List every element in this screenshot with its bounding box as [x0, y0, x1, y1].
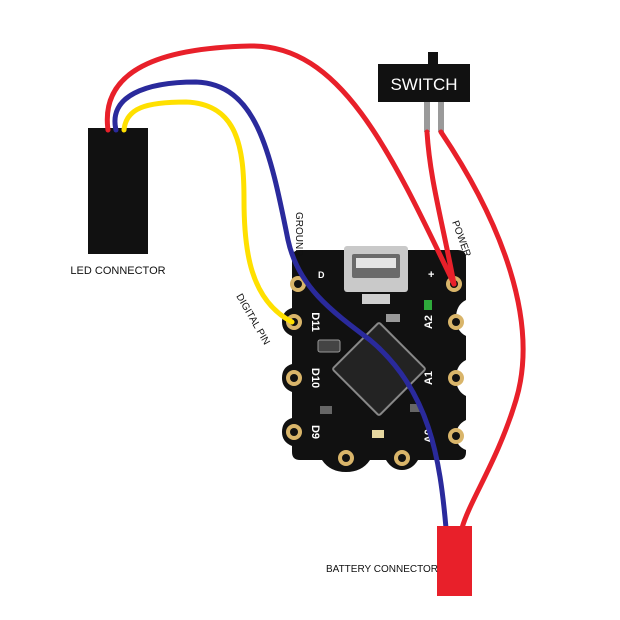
- microcontroller-board: D + D11 D10 D9 A2 A1 A0 + −: [282, 246, 466, 473]
- yellow-signal-wire: [121, 99, 295, 325]
- battery-connector: [437, 526, 472, 596]
- battery-connector-label: BATTERY CONNECTOR: [326, 564, 438, 575]
- ground-label: GROUND: [293, 212, 304, 256]
- mcu-chip: [332, 322, 426, 416]
- red-wire-switch-to-battery: [438, 129, 526, 531]
- switch-lead-right: [438, 102, 444, 132]
- pin-label-minus-bottom: −: [384, 462, 390, 473]
- led-connector: [88, 128, 148, 254]
- blue-ground-wire: [112, 79, 449, 531]
- pin-label-d10: D10: [309, 368, 321, 388]
- red-wire-switch-to-led: [104, 43, 457, 287]
- pin-label-d: D: [318, 270, 325, 280]
- pin-label-a2: A2: [423, 315, 435, 329]
- crystal: [317, 339, 341, 353]
- red-wire-switch-lead: [424, 129, 457, 287]
- pin-label-d11: D11: [309, 312, 321, 332]
- switch-lead-left: [424, 102, 430, 132]
- switch-actuator: [428, 52, 438, 68]
- pin-label-plus-bottom: +: [366, 462, 372, 473]
- led-indicator: [424, 300, 432, 310]
- switch: SWITCH: [378, 52, 470, 132]
- pin-label-a1: A1: [423, 371, 435, 385]
- switch-label: SWITCH: [390, 75, 457, 94]
- pin-label-d9: D9: [309, 425, 321, 439]
- led-connector-label: LED CONNECTOR: [70, 265, 165, 277]
- pin-label-plus-top: +: [428, 269, 434, 281]
- switch-body: [378, 64, 470, 102]
